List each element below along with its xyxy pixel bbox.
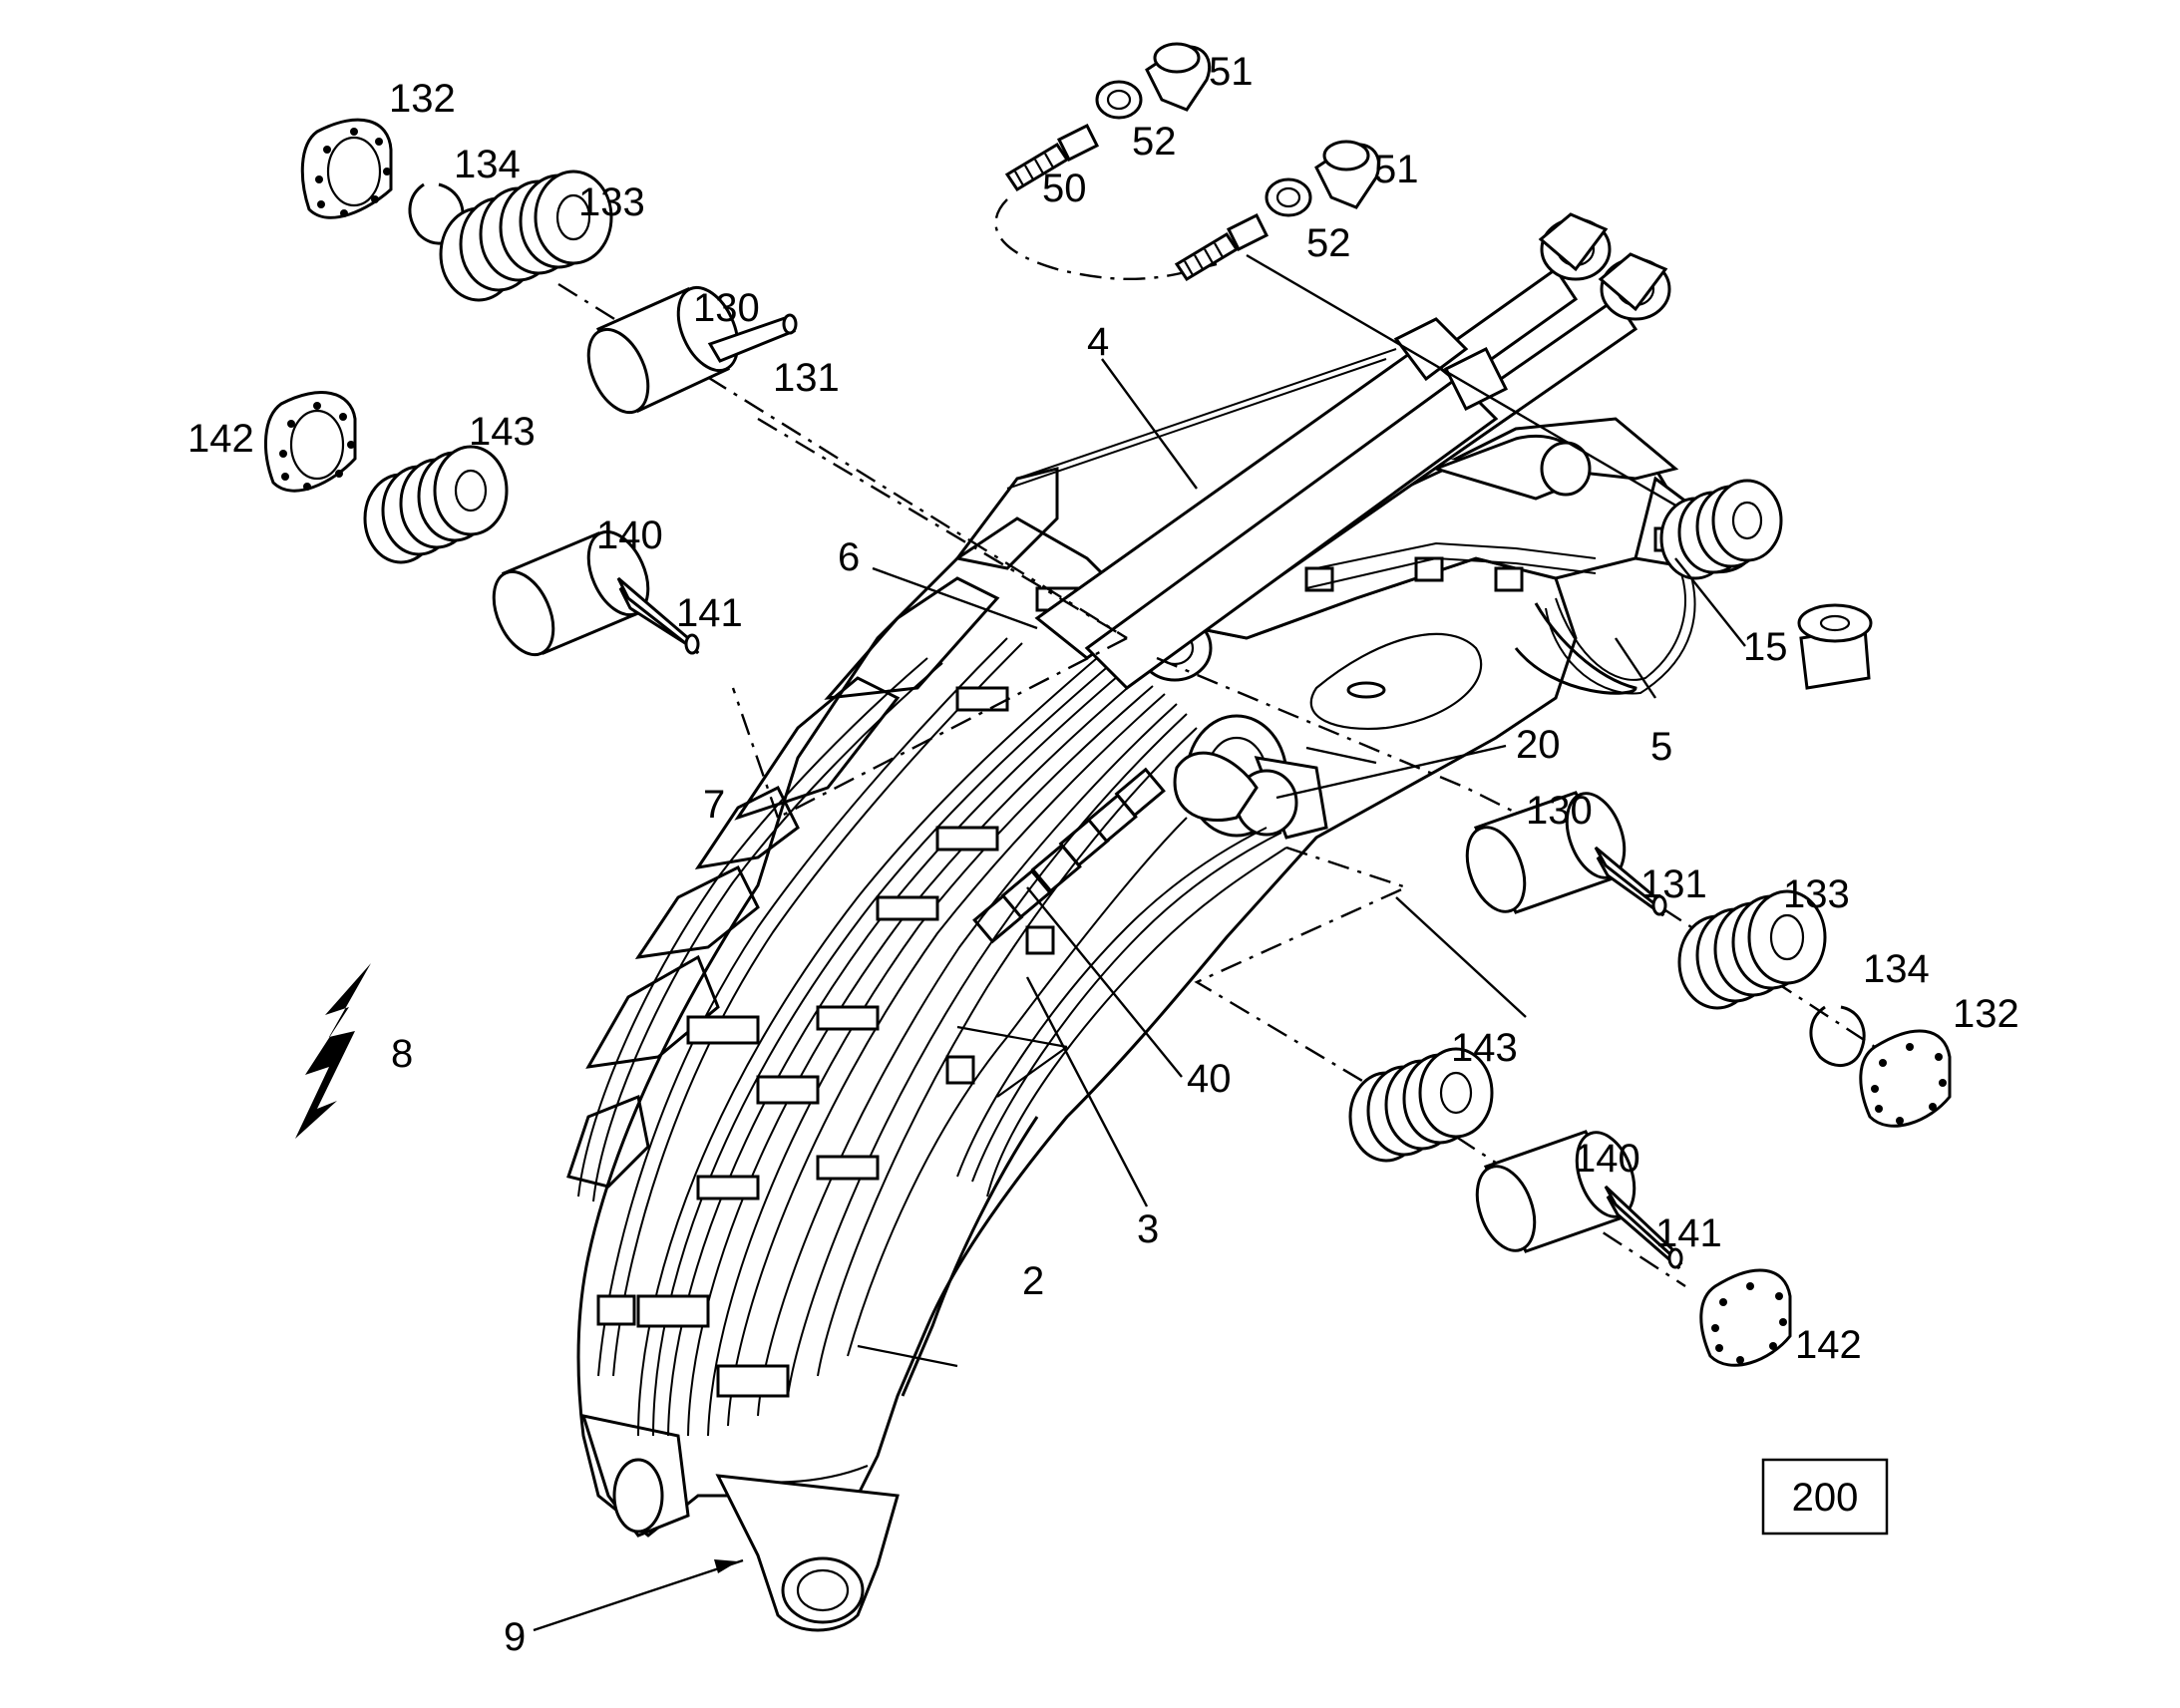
callout-131-lower: 131 (1640, 862, 1707, 906)
callout-140-upper: 140 (596, 513, 663, 557)
callout-131-upper: 131 (773, 356, 840, 400)
plug-15 (1797, 603, 1873, 690)
callout-7: 7 (703, 783, 725, 827)
boom-cylinders (1006, 212, 1671, 690)
callout-2: 2 (1022, 1259, 1044, 1303)
callout-132-upper: 132 (389, 77, 456, 121)
callout-134-upper: 134 (454, 143, 521, 186)
bushing-133-lower (1677, 889, 1827, 1010)
left-pin-set-upper (300, 118, 798, 415)
exploded-view-leaders (557, 198, 1876, 1288)
callout-20: 20 (1516, 723, 1561, 767)
hose-guard-frames (566, 467, 1059, 1189)
pin-130-lower (1465, 791, 1667, 917)
callout-142-upper: 142 (187, 417, 254, 461)
callout-8: 8 (391, 1032, 413, 1076)
pin-140-upper (492, 529, 700, 657)
callout-130-lower: 130 (1526, 789, 1593, 833)
callout-133-upper: 133 (578, 180, 645, 224)
callout-15: 15 (1743, 625, 1788, 669)
callout-132-lower: 132 (1953, 992, 2019, 1036)
bushing-143-upper (363, 445, 509, 564)
page-code-box: 200 (1761, 1458, 1889, 1536)
fitting-set-lower (1174, 140, 1381, 282)
callout-143-upper: 143 (469, 410, 536, 454)
right-pin-set-lower (1348, 1047, 1792, 1367)
boom-foot-pin (781, 1556, 865, 1624)
callout-leaders (533, 358, 1746, 1632)
callout-52-top: 52 (1132, 120, 1177, 164)
callout-142-lower: 142 (1795, 1323, 1862, 1367)
callout-141-lower: 141 (1655, 1211, 1722, 1255)
callout-133-lower: 133 (1783, 872, 1850, 916)
callout-3: 3 (1137, 1207, 1159, 1251)
callout-130-upper: 130 (693, 286, 760, 330)
callout-50: 50 (1042, 167, 1087, 210)
page-code: 200 (1792, 1476, 1859, 1520)
bushing-133-upper (439, 170, 613, 302)
lightning-bolt-icon (295, 963, 371, 1139)
callout-4: 4 (1087, 320, 1109, 364)
right-pin-set-upper (1465, 791, 1952, 1128)
callout-9: 9 (504, 1615, 526, 1659)
left-pin-set-lower (263, 391, 700, 657)
callout-134-lower: 134 (1863, 947, 1930, 991)
callout-labels: 132 134 133 130 131 142 143 140 141 50 5… (187, 50, 2019, 1659)
hose-bundle (577, 637, 1287, 1437)
fitting-set-upper (1004, 42, 1212, 192)
pin-140-lower (1475, 1130, 1683, 1270)
retaining-plate-142-lower (1699, 1268, 1792, 1367)
callout-51-top: 51 (1209, 50, 1254, 94)
callout-40: 40 (1187, 1057, 1232, 1101)
pin-130-upper (586, 285, 798, 415)
boom-assembly (566, 417, 1757, 1632)
callout-51-lower: 51 (1374, 148, 1419, 191)
bushing-143-lower (1348, 1047, 1494, 1163)
retaining-plate-132-lower (1859, 1029, 1952, 1128)
callout-52-lower: 52 (1306, 221, 1351, 265)
callout-5: 5 (1650, 725, 1672, 769)
bushing-5 (1659, 479, 1783, 580)
callout-6: 6 (838, 535, 860, 579)
callout-141-upper: 141 (676, 591, 743, 635)
snap-ring-134-lower (1809, 1005, 1866, 1067)
callout-140-lower: 140 (1574, 1137, 1640, 1181)
callout-143-lower: 143 (1451, 1026, 1518, 1070)
